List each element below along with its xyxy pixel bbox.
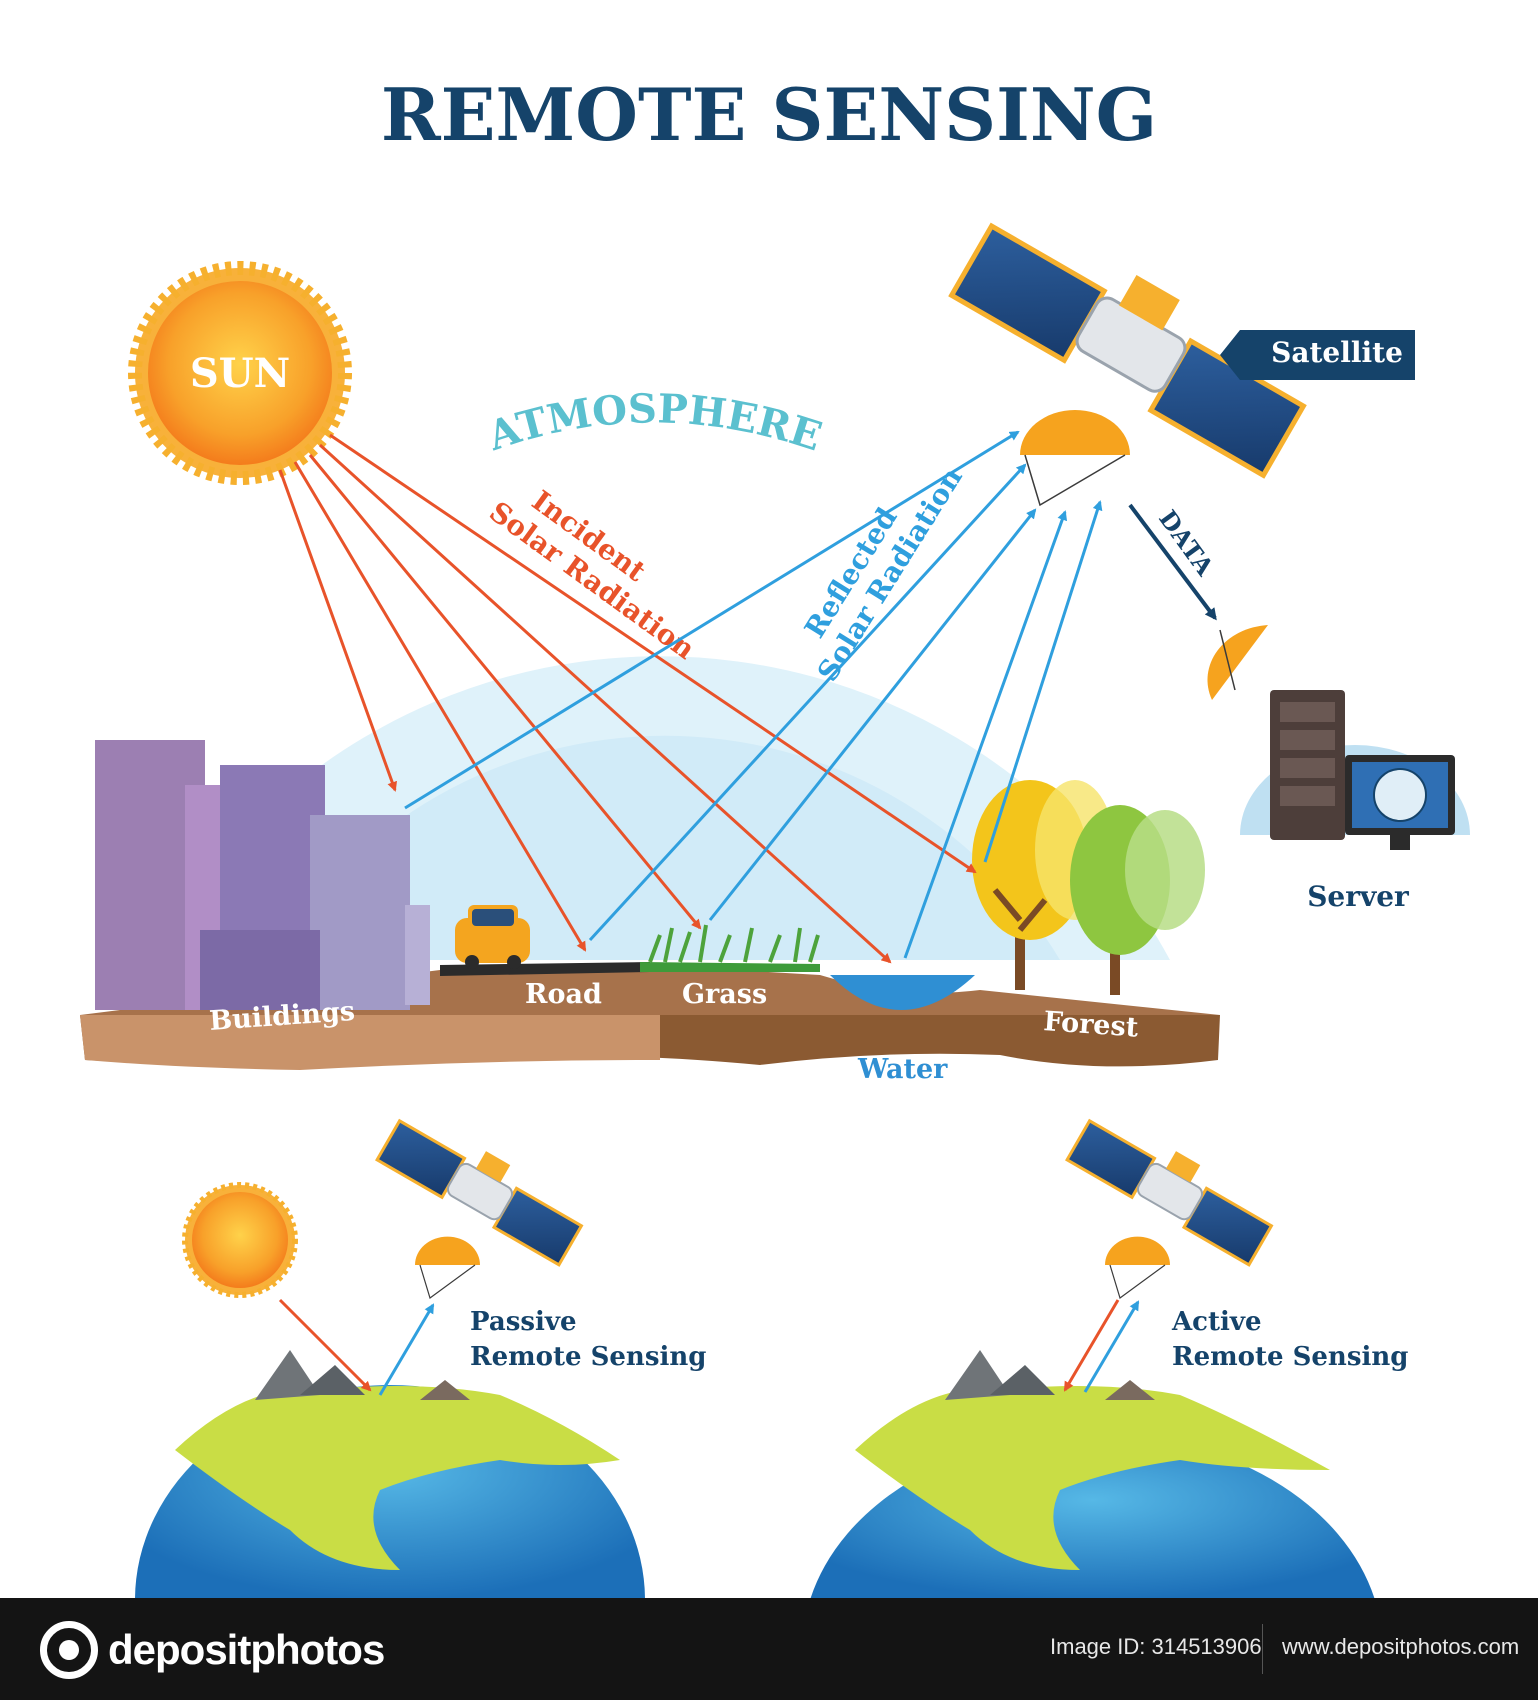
surface-label-water: Water xyxy=(857,1054,948,1085)
passive-label: Passive Remote Sensing xyxy=(470,1307,706,1372)
site-url-text: www.depositphotos.com xyxy=(1282,1634,1520,1659)
passive-earth-illustration xyxy=(135,1350,645,1598)
sun-label: SUN xyxy=(190,350,290,397)
reflected-label: Reflected Solar Radiation xyxy=(782,444,969,687)
sun-icon xyxy=(128,261,352,485)
active-reflected-arrow xyxy=(1083,1300,1140,1393)
active-label: Active Remote Sensing xyxy=(1171,1307,1408,1372)
passive-incident-arrow xyxy=(278,1298,372,1392)
car-icon xyxy=(455,905,530,969)
page-title: REMOTE SENSING xyxy=(381,72,1157,157)
footer-divider xyxy=(1262,1624,1263,1674)
reflected-radiation-arrows xyxy=(404,430,1103,959)
watermark-footer: depositphotos Image ID: 314513906 www.de… xyxy=(0,1598,1538,1700)
server-label: Server xyxy=(1307,880,1410,913)
surface-label-road: Road xyxy=(525,979,602,1010)
incident-radiation-arrows xyxy=(278,433,977,964)
satellite-label: Satellite xyxy=(1271,336,1403,369)
passive-reflected-arrow xyxy=(378,1303,435,1396)
ground xyxy=(80,962,1220,1070)
atmosphere-label: ATMOSPHERE xyxy=(481,385,827,460)
surface-label-grass: Grass xyxy=(682,979,767,1010)
data-label: DATA xyxy=(1153,504,1220,581)
remote-sensing-diagram: REMOTE SENSING ATMOSPHERE SUN xyxy=(80,72,1470,1598)
server-icon xyxy=(1240,690,1470,850)
depositphotos-brand-text: depositphotos xyxy=(108,1626,385,1673)
active-satellite-icon xyxy=(1065,1118,1274,1299)
active-earth-illustration xyxy=(810,1350,1375,1598)
ground-station-dish-icon xyxy=(1207,625,1268,700)
data-downlink-arrow xyxy=(1128,503,1217,621)
depositphotos-logo-icon xyxy=(40,1621,98,1679)
buildings-illustration xyxy=(95,740,430,1010)
depositphotos-logo: depositphotos xyxy=(40,1620,385,1680)
passive-sun-icon xyxy=(182,1182,298,1298)
forest-illustration xyxy=(972,780,1205,995)
surface-label-forest: Forest xyxy=(1043,1006,1140,1044)
active-emitted-arrow xyxy=(1063,1299,1120,1392)
passive-satellite-icon xyxy=(375,1118,584,1299)
image-id-text: Image ID: 314513906 xyxy=(1050,1634,1262,1659)
grass-illustration xyxy=(648,924,820,963)
satellite-icon xyxy=(948,222,1307,507)
satellite-label-tag xyxy=(1220,330,1415,380)
